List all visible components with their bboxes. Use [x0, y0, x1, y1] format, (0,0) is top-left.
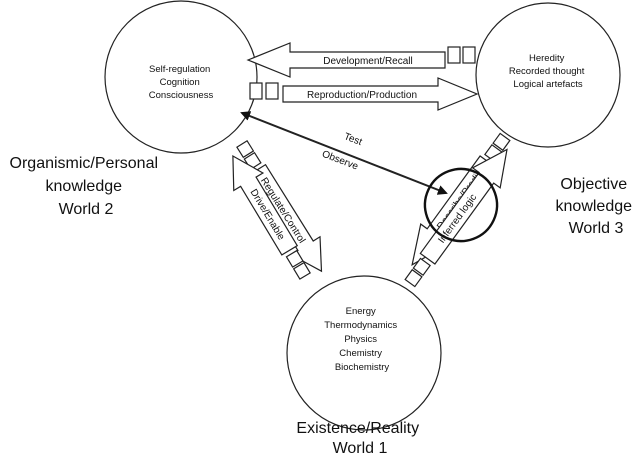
drive-enable-arrow: [232, 154, 299, 256]
world2-circle-text: Self-regulation Cognition Consciousness: [149, 64, 214, 101]
world3-circle: [475, 2, 621, 148]
reproduction-production-tail-box-2: [265, 82, 279, 100]
inferred-logic-tail-box-2: [412, 257, 431, 277]
world1-title: Existence/Reality World 1: [296, 420, 423, 456]
regulate-control-tail-box-1: [236, 139, 255, 159]
drive-enable-group: Drive/Enable: [232, 154, 311, 280]
drive-enable-tail-box-1: [292, 261, 311, 280]
development-recall-arrow: [246, 42, 446, 78]
world1-circle-text: Energy Thermodynamics Physics Chemistry …: [324, 306, 400, 373]
reproduction-production-label: Reproduction/Production: [307, 90, 417, 101]
development-recall-tail-box-1: [447, 46, 461, 64]
test-observe-line: [240, 111, 448, 195]
world3-circle-text: Heredity Recorded thought Logical artefa…: [509, 53, 587, 90]
describe-predict-tail-box-1: [492, 132, 511, 152]
world3-title: Objective knowledge World 3: [556, 176, 637, 237]
development-recall-tail-box-2: [462, 46, 476, 64]
development-recall-label: Development/Recall: [323, 56, 413, 67]
regulate-control-group: Regulate/Control: [236, 139, 323, 273]
test-label: Test: [342, 131, 363, 148]
reproduction-production-arrow: [282, 77, 479, 111]
reproduction-production-tail-box-1: [249, 82, 263, 100]
world2-title: Organismic/Personal knowledge World 2: [10, 155, 163, 218]
world1-circle: [286, 275, 442, 431]
inferred-logic-tail-box-1: [404, 268, 423, 288]
highlight-ellipse: [423, 167, 499, 243]
inferred-logic-group: Inferred logic: [404, 148, 508, 288]
drive-enable-tail-box-2: [285, 249, 304, 268]
world2-circle: [104, 0, 258, 154]
